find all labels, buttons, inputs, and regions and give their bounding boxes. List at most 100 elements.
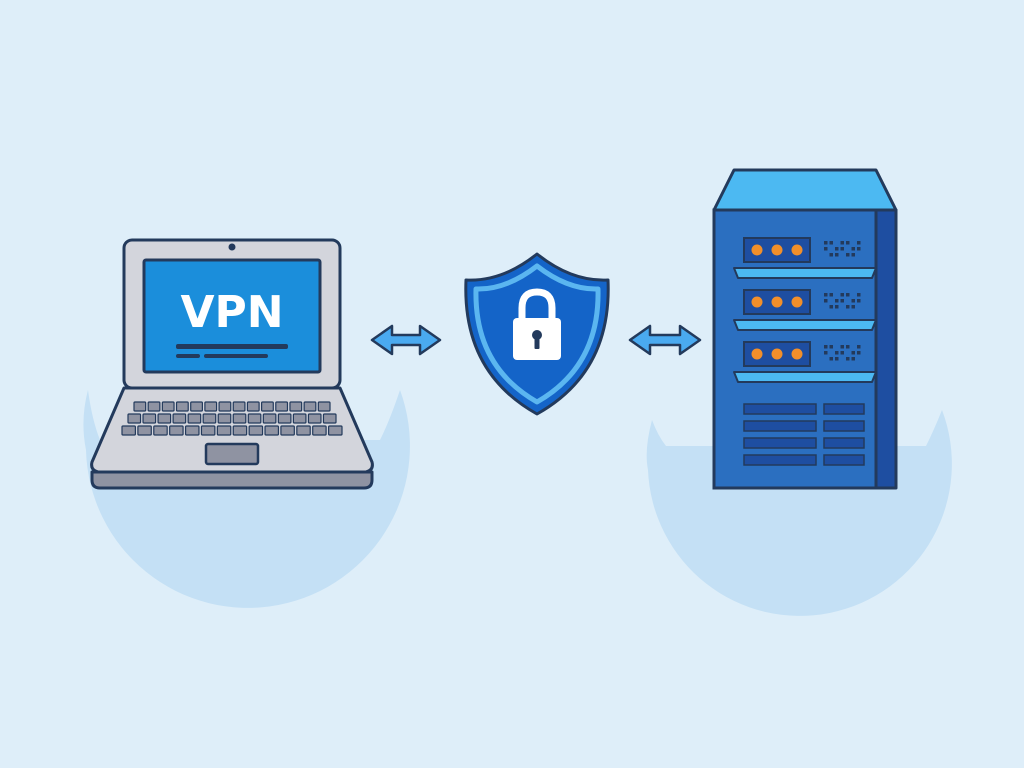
rack-shelf [733, 319, 877, 331]
status-light-icon [771, 348, 783, 360]
rack-detail-dot [851, 357, 855, 361]
keyboard-key [328, 425, 343, 436]
rack-detail-dot [846, 241, 850, 245]
vent-slot [823, 420, 865, 432]
vent-slot [743, 437, 817, 449]
shield-inner-ring [473, 263, 601, 405]
keyboard-key [169, 425, 184, 436]
keyboard-key [184, 425, 200, 436]
status-light-icon [771, 244, 783, 256]
rack-detail-dot [851, 253, 855, 257]
rack-detail-dot [829, 305, 833, 309]
rack-detail-dot [824, 351, 828, 355]
keyboard-key [172, 413, 187, 424]
vent-slot [743, 403, 817, 415]
rack-detail-dot [840, 351, 844, 355]
keyboard-key [216, 425, 232, 436]
rack-detail-dot [846, 253, 850, 257]
keyboard-key [133, 401, 147, 412]
padlock-keyhole-slot [534, 337, 540, 349]
keyboard-key [232, 425, 248, 436]
rack-detail-dot [829, 357, 833, 361]
keyboard-key [175, 401, 189, 412]
shield-lock-icon [464, 252, 610, 416]
server-icon [712, 168, 898, 490]
rack-detail-dot [835, 299, 839, 303]
laptop-keyboard [121, 401, 343, 436]
rack-detail-dot [840, 293, 844, 297]
keyboard-key [137, 425, 152, 436]
laptop-base-front [90, 470, 374, 490]
vent-slot [823, 454, 865, 466]
rack-detail-dot [851, 351, 855, 355]
rack-detail-dot [840, 247, 844, 251]
rack-detail-dot [824, 241, 828, 245]
rack-detail-dot [835, 247, 839, 251]
rack-detail-dot [835, 357, 839, 361]
right-double-arrow-icon [628, 324, 702, 356]
status-light-icon [771, 296, 783, 308]
rack-detail-dot [857, 351, 861, 355]
status-light-icon [751, 296, 763, 308]
keyboard-key [247, 413, 262, 424]
vent-slot [743, 454, 817, 466]
keyboard-key [277, 413, 292, 424]
rack-detail-dot [857, 293, 861, 297]
padlock-shackle [518, 288, 556, 320]
rack-detail-dot [835, 253, 839, 257]
rack-detail-dot [829, 241, 833, 245]
keyboard-key [292, 413, 307, 424]
rack-shelf [733, 267, 877, 279]
rack-detail-dot [851, 247, 855, 251]
rack-detail-dot [824, 299, 828, 303]
rack-detail-dot [846, 305, 850, 309]
keyboard-key [218, 401, 232, 412]
vent-slot [823, 403, 865, 415]
keyboard-key [264, 425, 280, 436]
rack-detail-dot [846, 345, 850, 349]
keyboard-key [157, 413, 172, 424]
rack-detail-dot [857, 247, 861, 251]
keyboard-key [217, 413, 232, 424]
status-light-icon [751, 244, 763, 256]
status-light-icon [791, 296, 803, 308]
laptop-camera [228, 243, 236, 251]
vent-slot [743, 420, 817, 432]
laptop-trackpad [204, 442, 260, 466]
keyboard-key [204, 401, 218, 412]
rack-detail-dot [824, 247, 828, 251]
rack-detail-dot [857, 241, 861, 245]
rack-detail-dot [851, 305, 855, 309]
rack-detail-dot [829, 253, 833, 257]
screen-text-line [204, 354, 268, 358]
keyboard-key [161, 401, 175, 412]
keyboard-key [246, 401, 260, 412]
keyboard-key [190, 401, 203, 412]
keyboard-key [248, 425, 264, 436]
laptop-screen-label: VPN [180, 287, 283, 338]
rack-detail-dot [840, 299, 844, 303]
keyboard-key [280, 425, 295, 436]
keyboard-key [121, 425, 136, 436]
keyboard-key [261, 401, 274, 412]
laptop-icon: VPN [90, 238, 374, 490]
vent-slot [823, 437, 865, 449]
rack-detail-dot [840, 345, 844, 349]
rack-detail-dot [846, 357, 850, 361]
keyboard-key [303, 401, 317, 412]
keyboard-key [147, 401, 161, 412]
rack-shelf [733, 371, 877, 383]
keyboard-key [232, 401, 246, 412]
screen-text-line [176, 354, 200, 358]
status-light-icon [791, 348, 803, 360]
left-double-arrow-icon [370, 324, 442, 356]
keyboard-key [289, 401, 303, 412]
rack-detail-dot [857, 345, 861, 349]
keyboard-key [322, 413, 337, 424]
keyboard-key [127, 413, 142, 424]
keyboard-key [312, 425, 327, 436]
screen-text-line [176, 344, 288, 349]
keyboard-key [153, 425, 168, 436]
server-top [712, 168, 898, 212]
rack-detail-dot [824, 345, 828, 349]
